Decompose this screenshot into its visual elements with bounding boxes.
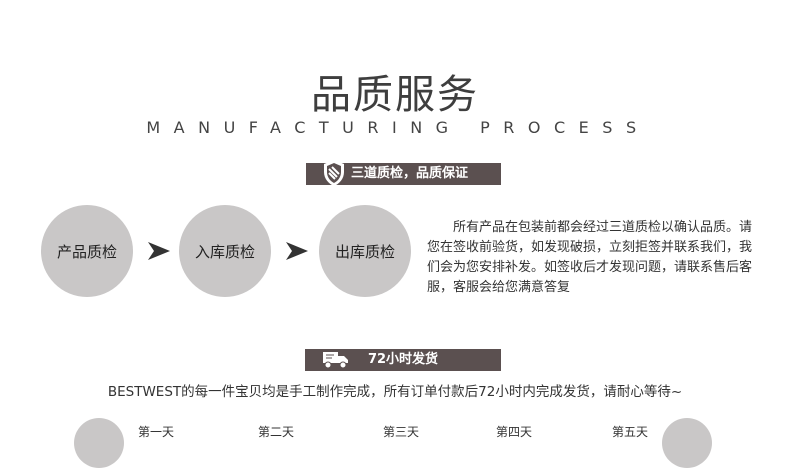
step-product-inspection: 产品质检 — [41, 205, 133, 297]
shipping-description: BESTWEST的每一件宝贝均是手工制作完成，所有订单付款后72小时内完成发货，… — [107, 384, 683, 400]
quality-description: 所有产品在包装前都会经过三道质检以确认品质。请您在签收前验货，如发现破损，立刻拒… — [427, 220, 753, 295]
arrow-right-icon — [148, 242, 170, 264]
page-title: 品质服务 — [311, 72, 479, 118]
quality-banner: 三道质检，品质保证 — [306, 160, 501, 186]
shipping-banner: 72小时发货 — [305, 349, 501, 371]
delivery-truck-icon — [322, 351, 350, 377]
page-subtitle: MANUFACTURING PROCESS — [146, 118, 650, 137]
timeline-end-circle — [662, 418, 712, 468]
step-inbound-inspection: 入库质检 — [179, 205, 271, 297]
quality-banner-label: 三道质检，品质保证 — [351, 166, 469, 181]
step-outbound-inspection: 出库质检 — [319, 205, 411, 297]
timeline-start-circle — [74, 418, 124, 468]
arrow-right-icon — [286, 242, 308, 264]
shield-icon — [323, 159, 345, 195]
shipping-banner-label: 72小时发货 — [367, 352, 439, 367]
